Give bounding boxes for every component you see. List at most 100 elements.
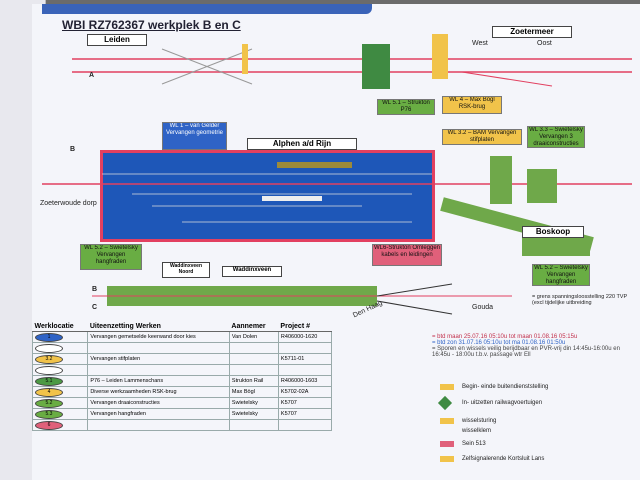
table-cell-work: Vervangen stifplaten xyxy=(87,353,230,365)
legend-lance-icon xyxy=(440,456,454,462)
table-cell-location: 1 xyxy=(32,331,89,343)
table-row xyxy=(32,342,333,354)
station-alphen: Alphen a/d Rijn xyxy=(247,138,357,150)
station-leiden: Leiden xyxy=(87,34,147,46)
legend-item-lance: Zelfsignalerende Kortsluit Lans xyxy=(462,456,545,462)
block-label-b2: B xyxy=(92,286,98,293)
work-box-wl4-max: WL 4 – Max Bögl RSK-brug xyxy=(442,96,502,114)
table-cell-work: Vervangen draaiconstructies xyxy=(87,397,230,409)
work-box-wl52-swietelsky: WL 5.2 – Swietelsky Vervangen hangfraden xyxy=(532,264,590,286)
table-cell-location: 5.1 xyxy=(32,375,89,387)
work-box-wl1: WL 1 – van Gelder Vervangen geometrie xyxy=(162,122,227,150)
table-cell-location: 4 xyxy=(32,386,89,398)
table-cell-contractor: Van Dolen xyxy=(228,331,279,343)
table-header-work: Uiteenzetting Werken xyxy=(87,322,230,332)
work-box-wl5-strukton: WL 5.1 – Strukton P76 xyxy=(377,99,435,115)
work-box-wl51-swietelsky: WL 5.2 – Swietelsky Vervangen hangfraden xyxy=(80,244,142,270)
table-cell-location xyxy=(32,342,89,354)
label-grens: = grens spanningsloosstelling 220 TVP (e… xyxy=(532,294,628,306)
block-label-c: C xyxy=(92,304,98,311)
work-box-wl6-strukton: WL6-Strukton Omleggen kabels en leidinge… xyxy=(372,244,442,266)
boskoop-yard xyxy=(522,238,590,256)
work-box-wl32-bam: WL 3.2 – BAM Vervangen stifplaten xyxy=(442,129,522,145)
table-row: 1 Vervangen gemetselde keerwand door kies… xyxy=(32,331,333,343)
table-cell-work xyxy=(87,364,230,376)
table-cell-contractor xyxy=(228,419,279,431)
table-cell-contractor xyxy=(228,364,279,376)
location-oval: 3.2 xyxy=(35,354,63,364)
table-row: 6 xyxy=(32,419,333,431)
waddinxveen-tracks xyxy=(92,283,512,315)
table-cell-contractor xyxy=(228,342,279,354)
label-oost: Oost xyxy=(537,40,552,47)
legend-item-railvehicle: In- uitzetten railwagvoertuigen xyxy=(462,400,543,406)
table-cell-location: 5.3 xyxy=(32,408,89,420)
table-cell-work: Vervangen hangfraden xyxy=(87,408,230,420)
boskoop-block xyxy=(527,169,557,203)
gouda-block xyxy=(490,156,512,204)
table-cell-work: Diverse werkzaamheden RSK-brug xyxy=(87,386,230,398)
table-body: 1 Vervangen gemetselde keerwand door kies… xyxy=(32,331,333,431)
note-3: = Sporen en wissels veilig berijdbaar en… xyxy=(432,346,620,358)
table-cell-contractor xyxy=(228,353,279,365)
table-cell-project xyxy=(277,364,333,376)
table-cell-project xyxy=(277,419,333,431)
work-table: Werklocatie Uiteenzetting Werken Aanneme… xyxy=(32,322,333,431)
table-cell-work: P76 – Leiden Lammenschans xyxy=(87,375,230,387)
table-header-project: Project # xyxy=(278,322,332,332)
legend-item-signal: Sein 513 xyxy=(462,441,486,447)
location-oval: 6 xyxy=(35,420,63,430)
location-oval xyxy=(35,343,63,353)
track-diagram-top xyxy=(72,34,632,89)
legend-railvehicle-icon xyxy=(437,395,453,411)
table-cell-project: K5711-01 xyxy=(277,353,333,365)
table-cell-location: 3.2 xyxy=(32,353,89,365)
location-oval: 1 xyxy=(35,332,63,342)
header-banner xyxy=(42,4,372,14)
legend: Begin- einde buitendienststelling In- ui… xyxy=(432,376,632,476)
station-zoetermeer: Zoetermeer xyxy=(492,26,572,38)
location-oval: 5.1 xyxy=(35,376,63,386)
label-west: West xyxy=(472,40,488,47)
note-1: = btd maan 25.07.16 05:10u tot maan 01.0… xyxy=(432,334,578,340)
location-oval xyxy=(35,365,63,375)
table-cell-project: R406000-1620 xyxy=(277,331,333,343)
location-oval: 5.3 xyxy=(35,409,63,419)
legend-item-clamp: wisselklem xyxy=(462,428,492,434)
station-waddinxveen-noord: Waddinxveen Noord xyxy=(162,262,210,278)
legend-switch-icon xyxy=(440,418,454,424)
table-row: 3.2 Vervangen stifplaten K5711-01 xyxy=(32,353,333,365)
table-cell-location: 6 xyxy=(32,419,89,431)
legend-signal-icon xyxy=(440,441,454,447)
table-cell-contractor: Swietelsky xyxy=(228,397,279,409)
table-cell-location xyxy=(32,364,89,376)
table-cell-contractor: Swietelsky xyxy=(228,408,279,420)
table-cell-contractor: Strukton Rail xyxy=(228,375,279,387)
table-cell-project: K5707 xyxy=(277,397,333,409)
table-cell-work: Vervangen gemetselde keerwand door kies xyxy=(87,331,230,343)
table-cell-location: 5.2 xyxy=(32,397,89,409)
location-oval: 4 xyxy=(35,387,63,397)
table-cell-project xyxy=(277,342,333,354)
location-oval: 5.2 xyxy=(35,398,63,408)
label-gouda: Gouda xyxy=(472,304,494,311)
block-label-b1: B xyxy=(70,146,76,153)
work-box-wl33-swietelsky: WL 3.3 – Swietelsky Vervangen 3 draaicon… xyxy=(527,126,585,148)
document-sheet: WBI RZ762367 werkplek B en C Leiden Zoet… xyxy=(32,4,640,480)
station-waddinxveen: Waddinxveen xyxy=(222,266,282,277)
table-cell-project: K5702-02A xyxy=(277,386,333,398)
table-header-contractor: Aannemer xyxy=(229,322,279,332)
table-cell-project: R406000-1603 xyxy=(277,375,333,387)
table-cell-contractor: Max Bögl xyxy=(228,386,279,398)
table-cell-project: K5707 xyxy=(277,408,333,420)
station-boskoop: Boskoop xyxy=(522,226,584,238)
block-label-a: A xyxy=(89,72,95,79)
document-title: WBI RZ762367 werkplek B en C xyxy=(62,18,241,32)
legend-item-switch: wisselsturing xyxy=(462,418,497,424)
table-row xyxy=(32,364,333,376)
notes: = btd maan 25.07.16 05:10u tot maan 01.0… xyxy=(432,334,637,358)
